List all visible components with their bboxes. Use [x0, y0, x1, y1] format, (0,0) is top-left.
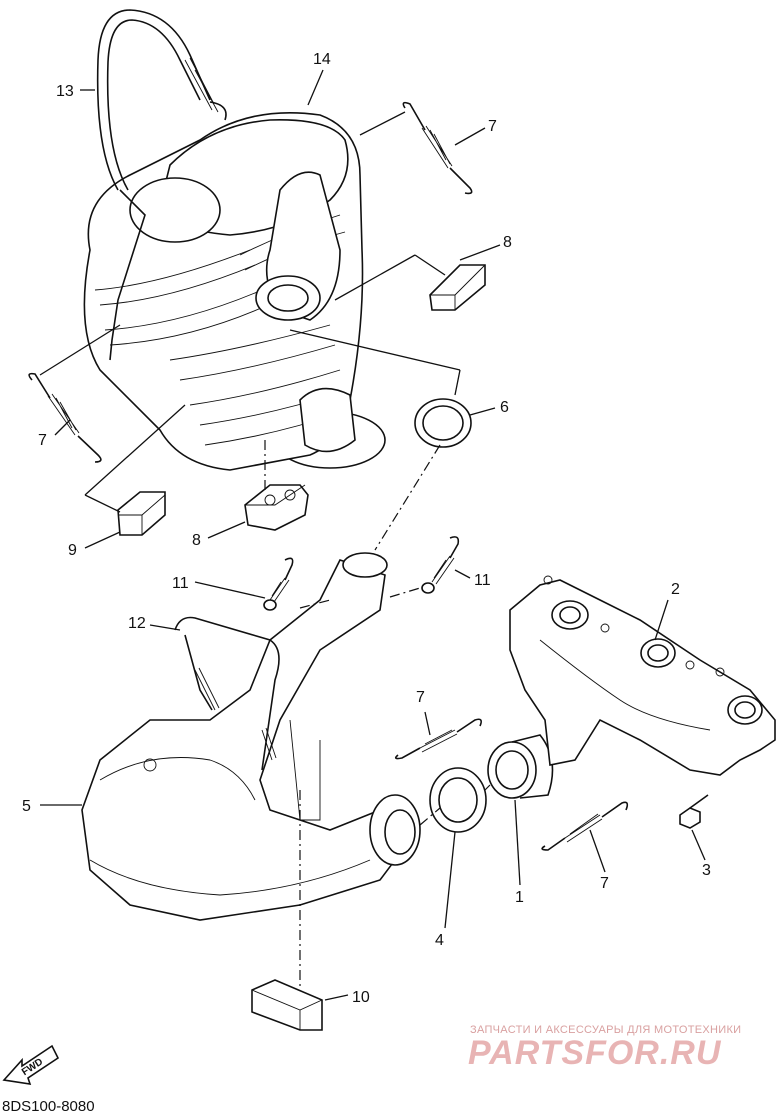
spring-part-7-left: [28, 372, 102, 463]
stay-part-13: [96, 9, 227, 361]
callout-11-right: 11: [474, 572, 491, 589]
manifold-part-2: [509, 575, 776, 776]
fwd-arrow: FWD: [2, 1044, 60, 1085]
spring-part-7-top: [402, 101, 473, 195]
leader-lines: [39, 69, 706, 1001]
callout-7-right: 7: [600, 875, 609, 892]
callout-8-lower: 8: [192, 532, 201, 549]
callout-7-mid: 7: [416, 689, 425, 706]
gasket-part-4: [429, 767, 487, 833]
callout-14: 14: [313, 51, 331, 68]
callout-2: 2: [671, 581, 680, 598]
callouts: 14 13 7 8 6 7 9 8 11 11 12 2 7 5 3 7 1 4…: [22, 51, 711, 1006]
callout-7-left: 7: [38, 432, 47, 449]
callout-6: 6: [500, 399, 509, 416]
spring-part-11-right: [421, 536, 460, 594]
callout-1: 1: [515, 889, 524, 906]
mount-part-8-lower: [244, 484, 309, 531]
callout-9: 9: [68, 542, 77, 559]
callout-13: 13: [56, 83, 74, 100]
mount-part-8-upper: [429, 264, 486, 311]
callout-11-left: 11: [172, 575, 189, 592]
muffler-part-14: [83, 112, 386, 471]
spring-part-7-mid: [394, 718, 482, 760]
spring-part-7-right: [541, 801, 629, 851]
joint-part-1: [487, 734, 554, 799]
callout-12: 12: [128, 615, 146, 632]
exhaust-pipe-part-5: [81, 552, 421, 921]
spring-part-11-left: [263, 557, 294, 611]
callout-10: 10: [352, 989, 370, 1006]
callout-4: 4: [435, 932, 444, 949]
diagram-code: 8DS100-8080: [2, 1098, 95, 1115]
callout-8-upper: 8: [503, 234, 512, 251]
callout-5: 5: [22, 798, 31, 815]
mount-part-9: [117, 491, 166, 536]
watermark-brand: PARTSFOR.RU: [468, 1034, 722, 1072]
callout-3: 3: [702, 862, 711, 879]
mount-part-10: [251, 979, 323, 1031]
stay-part-12: [174, 616, 280, 771]
watermark-tagline: ЗАПЧАСТИ И АКСЕССУАРЫ ДЛЯ МОТОТЕХНИКИ: [470, 1024, 742, 1036]
bolt-part-3: [679, 794, 709, 829]
gasket-part-6: [414, 398, 472, 448]
callout-7-top: 7: [488, 118, 497, 135]
